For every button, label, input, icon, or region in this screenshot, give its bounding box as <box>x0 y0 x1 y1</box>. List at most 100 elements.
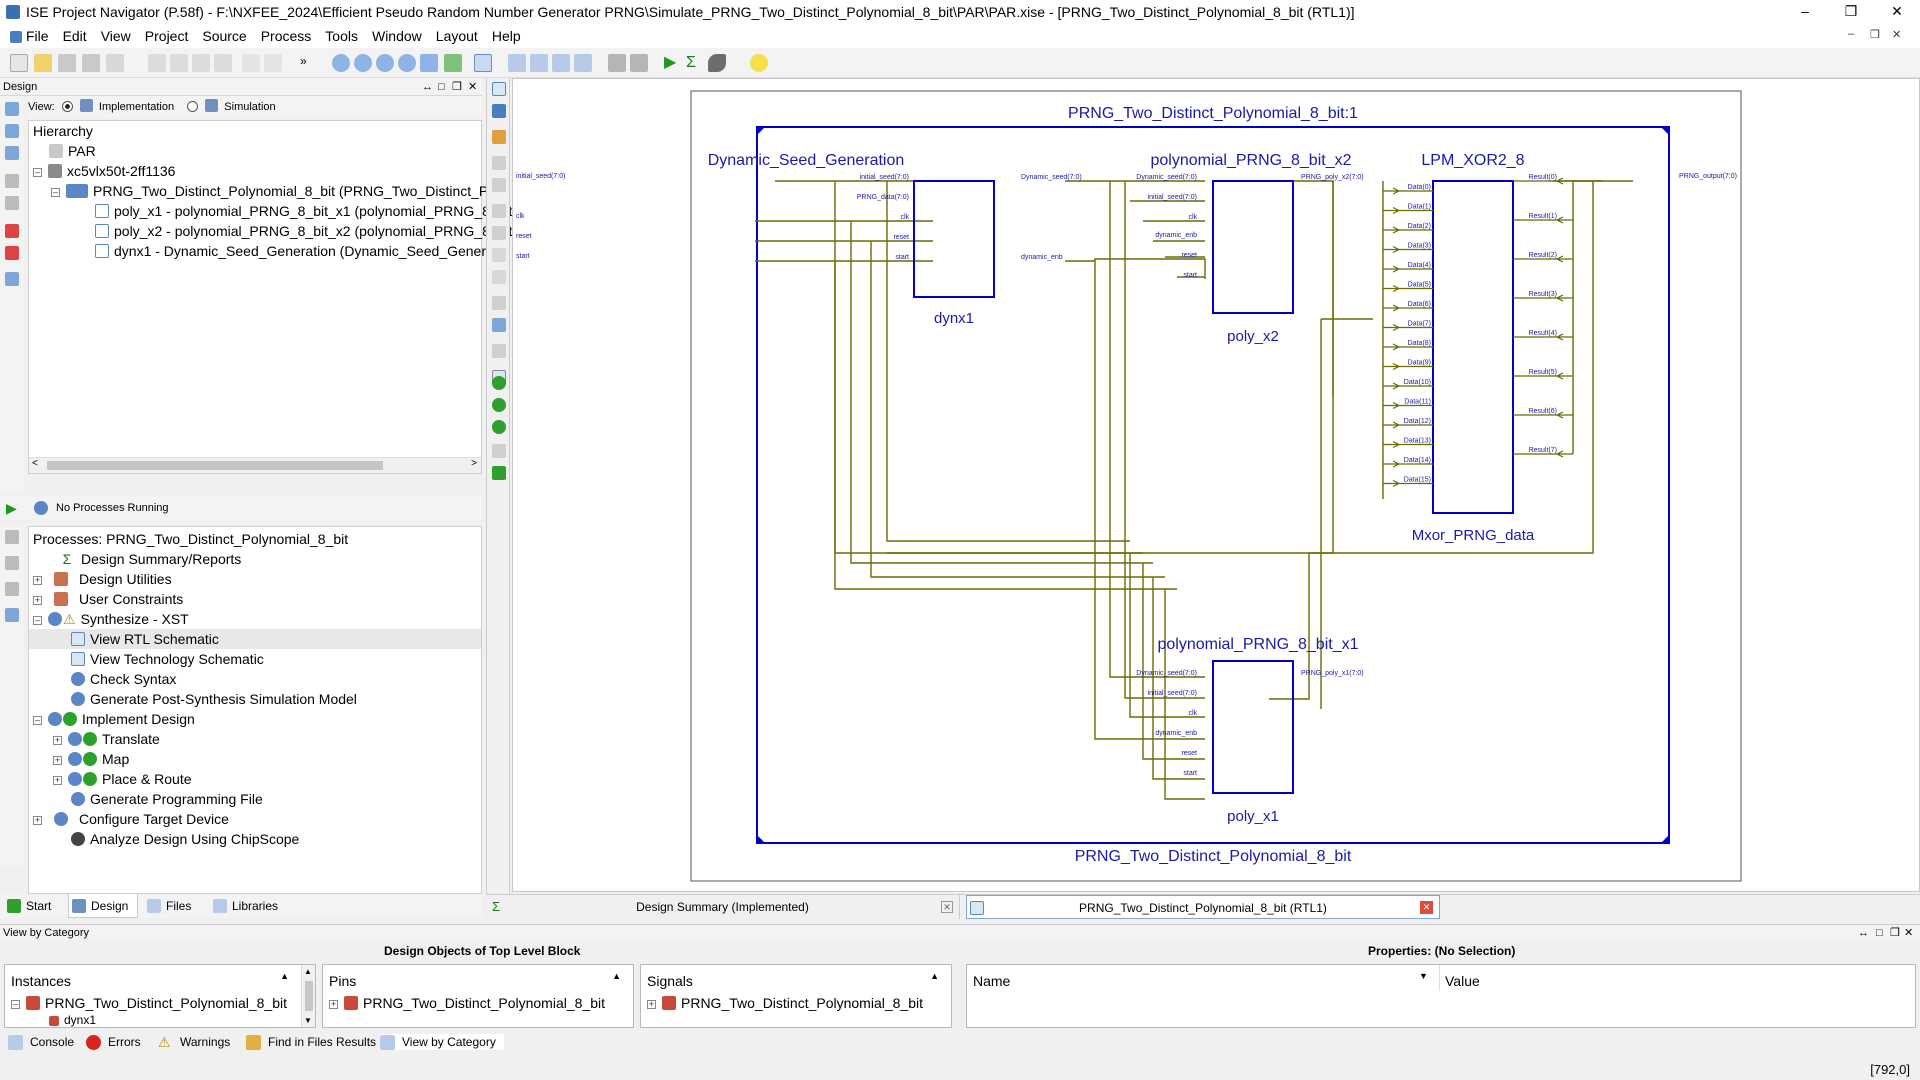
refresh-icon[interactable] <box>444 54 462 72</box>
copy-schematic-icon[interactable] <box>492 226 506 240</box>
menu-tools[interactable]: Tools <box>325 28 358 44</box>
doc-minimize-button[interactable]: – <box>1848 28 1855 40</box>
process-tool-4-icon[interactable] <box>5 608 19 622</box>
menu-view[interactable]: View <box>100 28 131 44</box>
menu-layout[interactable]: Layout <box>435 28 478 44</box>
tab-rtl-schematic[interactable]: PRNG_Two_Distinct_Polynomial_8_bit (RTL1… <box>966 895 1440 919</box>
tree-item-dynx1[interactable]: dynx1 - Dynamic_Seed_Generation (Dynamic… <box>95 241 501 261</box>
tab-close-icon[interactable]: ✕ <box>941 901 953 913</box>
panel-close-icon[interactable]: ✕ <box>468 81 478 93</box>
process-translate[interactable]: +Translate <box>53 731 160 747</box>
tool-17-icon[interactable] <box>492 466 506 480</box>
instance-child-row[interactable]: dynx1 <box>49 1013 96 1027</box>
scroll-right-icon[interactable]: > <box>471 458 477 469</box>
run-icon[interactable]: ▶ <box>664 54 677 71</box>
signal-row[interactable]: +PRNG_Two_Distinct_Polynomial_8_bit <box>647 995 923 1011</box>
pop-out-icon[interactable] <box>492 178 506 192</box>
process-place-route[interactable]: +Place & Route <box>53 771 192 787</box>
schematic-select-icon[interactable] <box>474 54 492 72</box>
hierarchy-icon[interactable] <box>5 174 19 188</box>
x1-block[interactable] <box>1212 660 1294 794</box>
tree-item-poly-x1[interactable]: poly_x1 - polynomial_PRNG_8_bit_x1 (poly… <box>95 201 512 221</box>
tab-close-icon[interactable]: ✕ <box>1420 901 1433 914</box>
sort-up-icon[interactable]: ▲ <box>930 971 939 981</box>
menu-window[interactable]: Window <box>371 28 422 44</box>
tool-16-icon[interactable] <box>492 444 506 458</box>
redo-icon[interactable] <box>264 54 282 72</box>
process-tool-1-icon[interactable] <box>5 530 19 544</box>
expand-icon[interactable]: + <box>53 735 62 745</box>
print-icon[interactable] <box>106 54 124 72</box>
process-map[interactable]: +Map <box>53 751 130 767</box>
lightbulb-icon[interactable] <box>750 54 768 72</box>
panel-restore-icon[interactable]: ❐ <box>1890 927 1900 939</box>
tool-9-icon[interactable] <box>492 296 506 310</box>
implementation-label[interactable]: Implementation <box>98 101 175 113</box>
expand-icon[interactable]: + <box>33 575 42 585</box>
errors-icon[interactable] <box>5 246 19 260</box>
process-tool-3-icon[interactable] <box>5 582 19 596</box>
process-generate-programming[interactable]: Generate Programming File <box>51 789 263 809</box>
tile-vertical-icon[interactable] <box>552 54 570 72</box>
minimize-button[interactable]: – <box>1801 3 1809 19</box>
scroll-thumb[interactable] <box>305 981 313 1011</box>
open-icon[interactable] <box>34 54 52 72</box>
tree-item-top-module[interactable]: –PRNG_Two_Distinct_Polynomial_8_bit (PRN… <box>51 183 500 199</box>
highlight-icon[interactable] <box>492 130 506 144</box>
remove-icon[interactable] <box>5 224 19 238</box>
process-chipscope[interactable]: Analyze Design Using ChipScope <box>51 829 299 849</box>
tab-warnings[interactable]: ⚠Warnings <box>158 1034 231 1050</box>
refresh-schematic-icon[interactable] <box>492 420 506 434</box>
expand-icon[interactable]: + <box>53 755 62 765</box>
collapse-icon[interactable]: – <box>51 187 60 197</box>
process-post-synthesis-model[interactable]: Generate Post-Synthesis Simulation Model <box>71 689 357 709</box>
save-icon[interactable] <box>58 54 76 72</box>
menu-process[interactable]: Process <box>260 28 312 44</box>
tab-find-in-files[interactable]: Find in Files Results <box>246 1034 376 1050</box>
simulation-label[interactable]: Simulation <box>224 101 276 113</box>
properties-table[interactable]: Name ▼ Value <box>966 964 1916 1028</box>
scroll-down-icon[interactable]: ▼ <box>304 1016 312 1025</box>
collapse-icon[interactable]: – <box>33 715 42 725</box>
expand-icon[interactable]: + <box>329 999 338 1009</box>
tile-horizontal-icon[interactable] <box>530 54 548 72</box>
zoom-in-icon[interactable] <box>332 54 350 72</box>
menu-help[interactable]: Help <box>491 28 521 44</box>
collapse-icon[interactable]: – <box>33 167 42 177</box>
help-pointer-icon[interactable] <box>630 54 648 72</box>
panel-restore-icon[interactable]: ❐ <box>452 81 462 93</box>
add-source-icon[interactable] <box>5 102 19 116</box>
properties-icon[interactable] <box>5 272 19 286</box>
tab-files[interactable]: Files <box>144 894 204 918</box>
collapse-icon[interactable]: – <box>11 999 20 1009</box>
sort-icon[interactable] <box>5 196 19 210</box>
window-icon[interactable] <box>574 54 592 72</box>
schematic-canvas[interactable]: PRNG_Two_Distinct_Polynomial_8_bit:1 PRN… <box>512 78 1920 892</box>
zoom-full-icon[interactable] <box>376 54 394 72</box>
expand-icon[interactable]: + <box>647 999 656 1009</box>
tree-item-par[interactable]: PAR <box>49 141 96 161</box>
more-icon[interactable]: » <box>300 54 307 68</box>
process-configure-target[interactable]: +Configure Target Device <box>33 811 229 827</box>
tab-libraries[interactable]: Libraries <box>210 894 290 918</box>
menu-edit[interactable]: Edit <box>62 28 87 44</box>
pin-row[interactable]: +PRNG_Two_Distinct_Polynomial_8_bit <box>329 995 605 1011</box>
panel-close-icon[interactable]: ✕ <box>1904 927 1914 939</box>
select-pointer-icon[interactable] <box>492 82 506 96</box>
sigma-icon[interactable]: Σ <box>686 54 696 71</box>
process-implement-design[interactable]: –Implement Design <box>33 711 195 727</box>
panel-float-icon[interactable]: ↔ <box>422 81 433 93</box>
scroll-thumb[interactable] <box>47 461 383 470</box>
panel-minimize-icon[interactable]: □ <box>438 81 445 93</box>
tab-design-summary[interactable]: Σ Design Summary (Implemented) ✕ <box>486 895 960 919</box>
expand-icon[interactable]: + <box>33 815 42 825</box>
maximize-button[interactable]: ❐ <box>1844 3 1858 19</box>
expand-icon[interactable]: + <box>53 775 62 785</box>
menu-project[interactable]: Project <box>144 28 189 44</box>
x2-block[interactable] <box>1212 180 1294 314</box>
implementation-radio[interactable] <box>61 101 73 112</box>
process-tool-2-icon[interactable] <box>5 556 19 570</box>
process-design-utilities[interactable]: +Design Utilities <box>33 571 172 587</box>
undo-icon[interactable] <box>242 54 260 72</box>
